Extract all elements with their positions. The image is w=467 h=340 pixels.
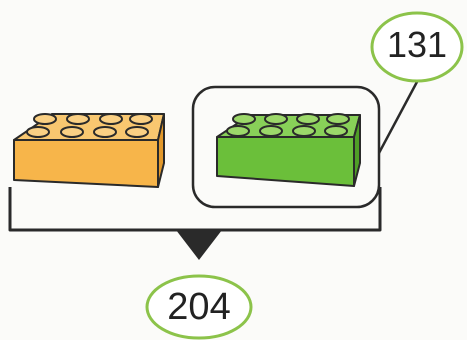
- down-arrow: [176, 230, 222, 260]
- callout-line: [379, 80, 418, 153]
- green-brick: [217, 114, 360, 186]
- yellow-brick: [14, 114, 164, 187]
- total-value-label: 204: [150, 288, 248, 326]
- part-value-label: 131: [374, 27, 460, 63]
